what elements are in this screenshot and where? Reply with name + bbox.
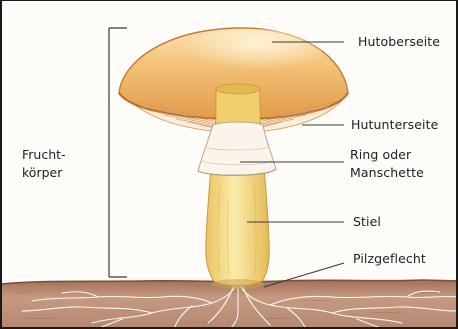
label-stiel: Stiel bbox=[353, 214, 381, 230]
fruchtkoerper-bracket bbox=[109, 28, 127, 277]
label-pilzgeflecht: Pilzgeflecht bbox=[353, 251, 426, 267]
label-ring-line1: Ring oder bbox=[350, 147, 411, 163]
label-hutoberseite: Hutoberseite bbox=[358, 34, 440, 50]
stem bbox=[206, 167, 269, 289]
label-fruchtkoerper-line2: körper bbox=[22, 165, 62, 181]
label-hutunterseite: Hutunterseite bbox=[351, 117, 438, 133]
label-ring-line2: Manschette bbox=[350, 165, 424, 181]
label-fruchtkoerper-line1: Frucht- bbox=[22, 147, 66, 163]
